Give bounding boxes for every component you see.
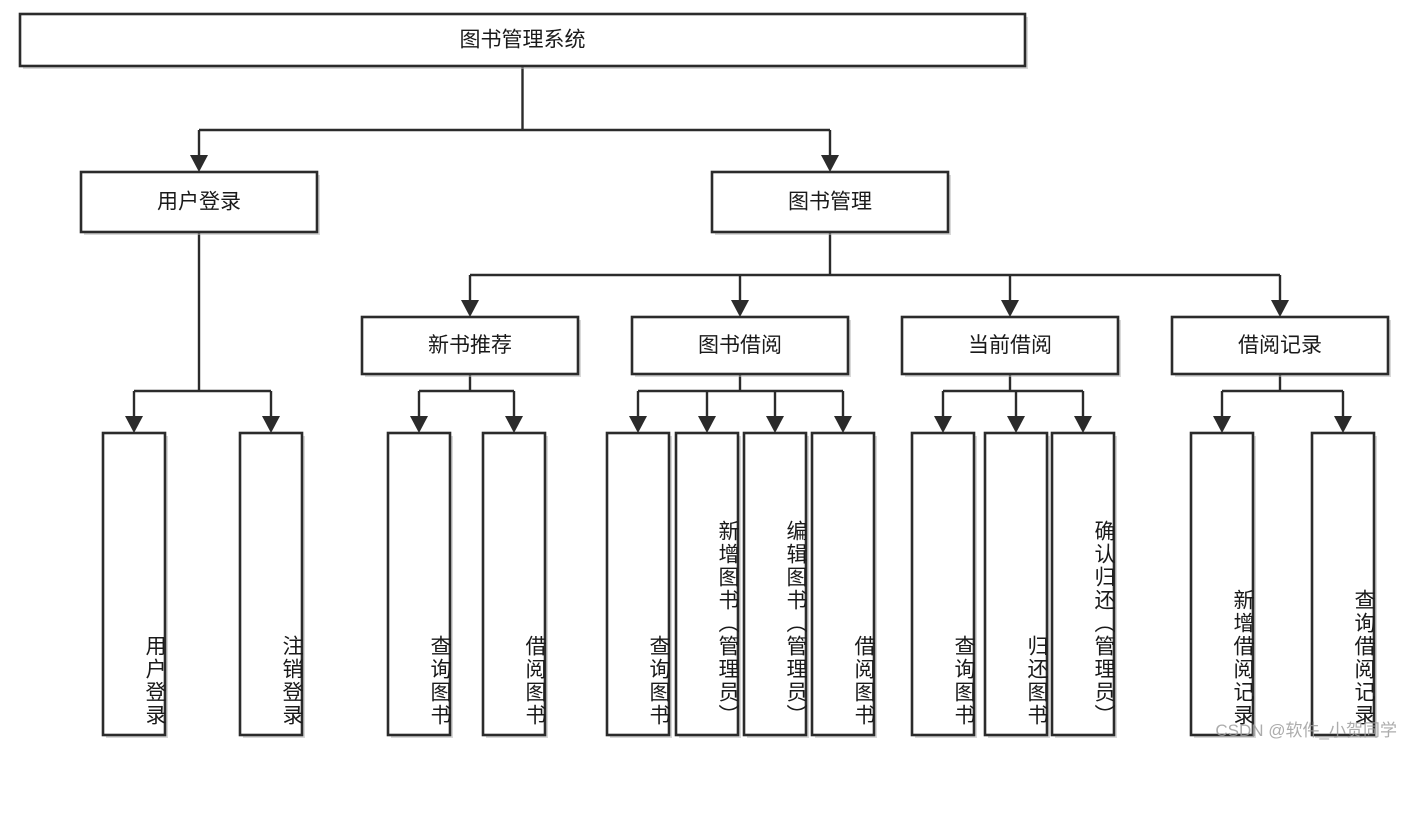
arrow-head-icon xyxy=(629,416,647,433)
arrow-head-icon xyxy=(698,416,716,433)
edge-group-new-book-rec xyxy=(410,374,523,433)
edge-group-root xyxy=(190,66,839,172)
node-label: 借阅记录 xyxy=(1238,334,1322,357)
node-book-manage[interactable]: 图书管理 xyxy=(710,170,951,235)
arrow-head-icon xyxy=(505,416,523,433)
arrow-head-icon xyxy=(1074,416,1092,433)
arrow-head-icon xyxy=(1213,416,1231,433)
node-leaf-user-login[interactable] xyxy=(101,431,168,738)
node-label: 图书管理系统 xyxy=(460,29,586,52)
edge-group-user-login xyxy=(125,232,280,433)
arrow-head-icon xyxy=(461,300,479,317)
node-label: 用户登录 xyxy=(157,191,241,214)
arrow-head-icon xyxy=(125,416,143,433)
arrow-head-icon xyxy=(1007,416,1025,433)
node-borrow-record[interactable]: 借阅记录 xyxy=(1170,315,1391,377)
node-leaf-add-book[interactable] xyxy=(674,431,741,738)
node-leaf-return-book[interactable] xyxy=(983,431,1050,738)
node-new-book-rec[interactable]: 新书推荐 xyxy=(360,315,581,377)
node-leaf-query-record[interactable] xyxy=(1310,431,1377,738)
csdn-watermark: CSDN @软件_小贺同学 xyxy=(1215,721,1397,740)
arrow-head-icon xyxy=(821,155,839,172)
edge-group-book-manage xyxy=(461,232,1289,317)
node-label: 当前借阅 xyxy=(968,334,1052,357)
node-user-login[interactable]: 用户登录 xyxy=(79,170,320,235)
node-leaf-confirm-return[interactable] xyxy=(1050,431,1117,738)
arrow-head-icon xyxy=(190,155,208,172)
node-leaf-borrow-book-1[interactable] xyxy=(481,431,548,738)
edges-layer xyxy=(125,66,1352,433)
node-label: 图书管理 xyxy=(788,191,872,214)
node-book-borrow[interactable]: 图书借阅 xyxy=(630,315,851,377)
node-leaf-query-book-3[interactable] xyxy=(910,431,977,738)
arrow-head-icon xyxy=(1001,300,1019,317)
arrow-head-icon xyxy=(262,416,280,433)
node-leaf-add-record[interactable] xyxy=(1189,431,1256,738)
arrow-head-icon xyxy=(410,416,428,433)
node-leaf-query-book-1[interactable] xyxy=(386,431,453,738)
edge-group-book-borrow xyxy=(629,374,852,433)
node-leaf-logout[interactable] xyxy=(238,431,305,738)
diagram-canvas: 图书管理系统用户登录图书管理新书推荐图书借阅当前借阅借阅记录 用户登录注销登录查… xyxy=(18,12,1397,740)
arrow-head-icon xyxy=(1334,416,1352,433)
node-label: 新书推荐 xyxy=(428,334,512,357)
node-leaf-borrow-book-2[interactable] xyxy=(810,431,877,738)
node-current-borrow[interactable]: 当前借阅 xyxy=(900,315,1121,377)
node-root[interactable]: 图书管理系统 xyxy=(18,12,1028,69)
arrow-head-icon xyxy=(934,416,952,433)
arrow-head-icon xyxy=(834,416,852,433)
arrow-head-icon xyxy=(766,416,784,433)
edge-group-current-borrow xyxy=(934,374,1092,433)
arrow-head-icon xyxy=(731,300,749,317)
node-leaf-query-book-2[interactable] xyxy=(605,431,672,738)
arrow-head-icon xyxy=(1271,300,1289,317)
node-label: 图书借阅 xyxy=(698,334,782,357)
edge-group-borrow-record xyxy=(1213,374,1352,433)
node-leaf-edit-book[interactable] xyxy=(742,431,809,738)
